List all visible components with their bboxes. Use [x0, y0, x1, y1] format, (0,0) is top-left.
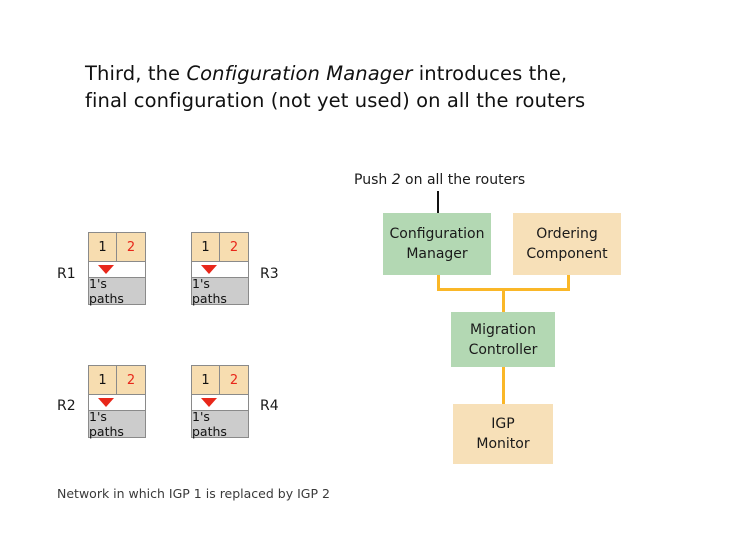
box-label-line2: Manager [406, 246, 468, 262]
title-line1-prefix: Third, the [85, 62, 187, 85]
router-igp-old-cell: 1 [192, 366, 220, 394]
box-label-line1: Configuration [389, 226, 485, 242]
router-box-r4[interactable]: 1 2 1's paths [191, 365, 249, 439]
router-igp-row: 1 2 [89, 366, 145, 394]
router-igp-old-cell: 1 [192, 233, 220, 261]
router-label-r2: R2 [57, 398, 76, 414]
router-igp-old-cell: 1 [89, 366, 117, 394]
router-box-r1[interactable]: 1 2 1's paths [88, 232, 146, 306]
box-igp-monitor[interactable]: IGP Monitor [453, 404, 553, 464]
page-title: Third, the Configuration Manager introdu… [85, 60, 685, 114]
connector-to-migration-controller [502, 288, 505, 313]
router-paths-row: 1's paths [89, 276, 145, 306]
router-igp-old-cell: 1 [89, 233, 117, 261]
router-active-marker-row [89, 394, 145, 411]
router-paths-row: 1's paths [89, 409, 145, 439]
title-line1-emphasis: Configuration Manager [186, 62, 413, 85]
active-marker-triangle-icon [98, 398, 114, 407]
push-label-emphasis: 2 [391, 172, 401, 188]
active-marker-triangle-icon [201, 398, 217, 407]
router-igp-row: 1 2 [192, 233, 248, 261]
router-label-r1: R1 [57, 266, 76, 282]
push-label-suffix: on all the routers [400, 172, 526, 188]
push-command-label: Push 2 on all the routers [354, 172, 525, 188]
router-active-marker-row [192, 261, 248, 278]
connector-cm-drop [437, 275, 440, 291]
box-migration-controller[interactable]: Migration Controller [451, 312, 555, 367]
router-igp-new-cell: 2 [126, 372, 136, 388]
router-igp-new-cell: 2 [229, 372, 239, 388]
router-igp-new-cell: 2 [126, 239, 136, 255]
box-label-line2: Monitor [476, 436, 530, 452]
title-line2: final configuration (not yet used) on al… [85, 89, 586, 112]
box-label-line1: IGP [491, 416, 515, 432]
router-active-marker-row [89, 261, 145, 278]
router-paths-row: 1's paths [192, 276, 248, 306]
title-line1-suffix: introduces the, [412, 62, 568, 85]
push-label-prefix: Push [354, 172, 392, 188]
box-configuration-manager[interactable]: Configuration Manager [383, 213, 491, 275]
router-active-marker-row [192, 394, 248, 411]
push-connector-stem [437, 191, 439, 213]
active-marker-triangle-icon [98, 265, 114, 274]
connector-to-igp-monitor [502, 367, 505, 405]
box-ordering-component[interactable]: Ordering Component [513, 213, 621, 275]
router-igp-row: 1 2 [89, 233, 145, 261]
router-box-r3[interactable]: 1 2 1's paths [191, 232, 249, 306]
router-box-r2[interactable]: 1 2 1's paths [88, 365, 146, 439]
active-marker-triangle-icon [201, 265, 217, 274]
router-paths-row: 1's paths [192, 409, 248, 439]
box-label-line1: Migration [469, 321, 536, 338]
box-label-line2: Controller [468, 341, 538, 358]
connector-oc-drop [567, 275, 570, 291]
box-label-line1: Ordering [536, 226, 598, 242]
router-igp-new-cell: 2 [229, 239, 239, 255]
router-label-r3: R3 [260, 266, 279, 282]
router-igp-row: 1 2 [192, 366, 248, 394]
router-label-r4: R4 [260, 398, 279, 414]
box-label-line2: Component [526, 246, 608, 262]
network-caption: Network in which IGP 1 is replaced by IG… [57, 486, 330, 501]
